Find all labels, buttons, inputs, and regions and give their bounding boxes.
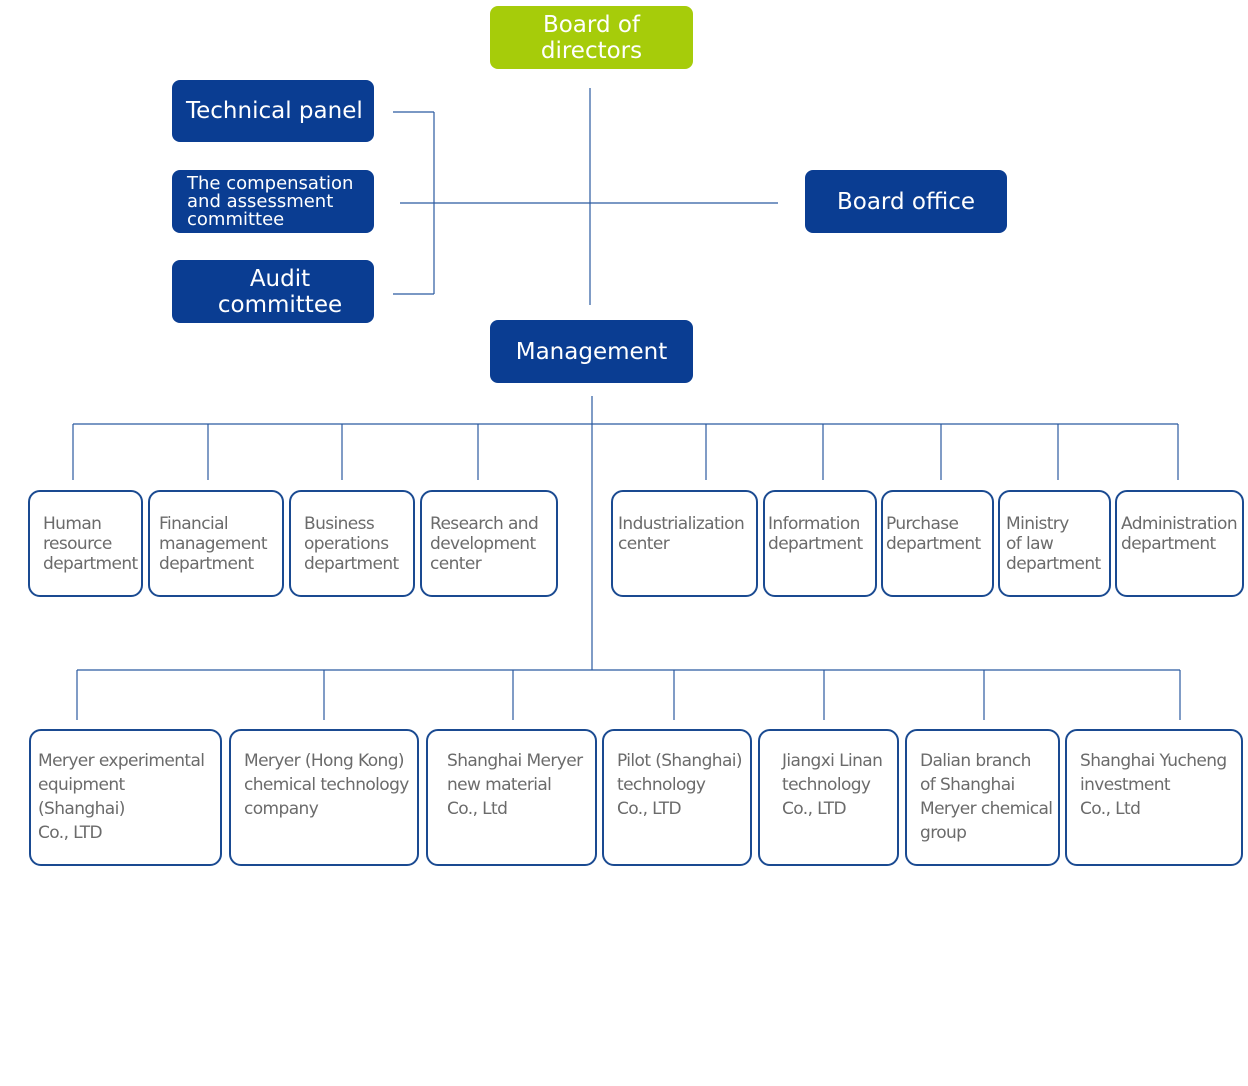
department-research-development: Research and development center (420, 490, 558, 597)
department-human-resource: Human resource department (28, 490, 143, 597)
department-administration: Administration department (1115, 490, 1244, 597)
subsidiary-meryer-experimental-equipment: Meryer experimental equipment (Shanghai)… (29, 729, 222, 866)
compensation-committee-node: The compensation and assessment committe… (172, 170, 374, 233)
department-business-operations: Business operations department (289, 490, 415, 597)
department-industrialization-center: Industrialization center (611, 490, 758, 597)
management-node: Management (490, 320, 693, 383)
board-office-node: Board office (805, 170, 1007, 233)
subsidiary-shanghai-yucheng: Shanghai Yucheng investment Co., Ltd (1065, 729, 1243, 866)
department-information: Information department (763, 490, 877, 597)
board-of-directors-node: Board of directors (490, 6, 693, 69)
department-ministry-of-law: Ministry of law department (998, 490, 1111, 597)
subsidiary-pilot-shanghai: Pilot (Shanghai) technology Co., LTD (602, 729, 752, 866)
subsidiary-shanghai-meryer-new-material: Shanghai Meryer new material Co., Ltd (426, 729, 597, 866)
department-purchase: Purchase department (881, 490, 994, 597)
subsidiary-dalian-branch: Dalian branch of Shanghai Meryer chemica… (905, 729, 1060, 866)
technical-panel-node: Technical panel (172, 80, 374, 142)
department-financial-management: Financial management department (148, 490, 284, 597)
audit-committee-node: Audit committee (172, 260, 374, 323)
subsidiary-jiangxi-linan: Jiangxi Linan technology Co., LTD (758, 729, 899, 866)
subsidiary-meryer-hong-kong: Meryer (Hong Kong) chemical technology c… (229, 729, 419, 866)
